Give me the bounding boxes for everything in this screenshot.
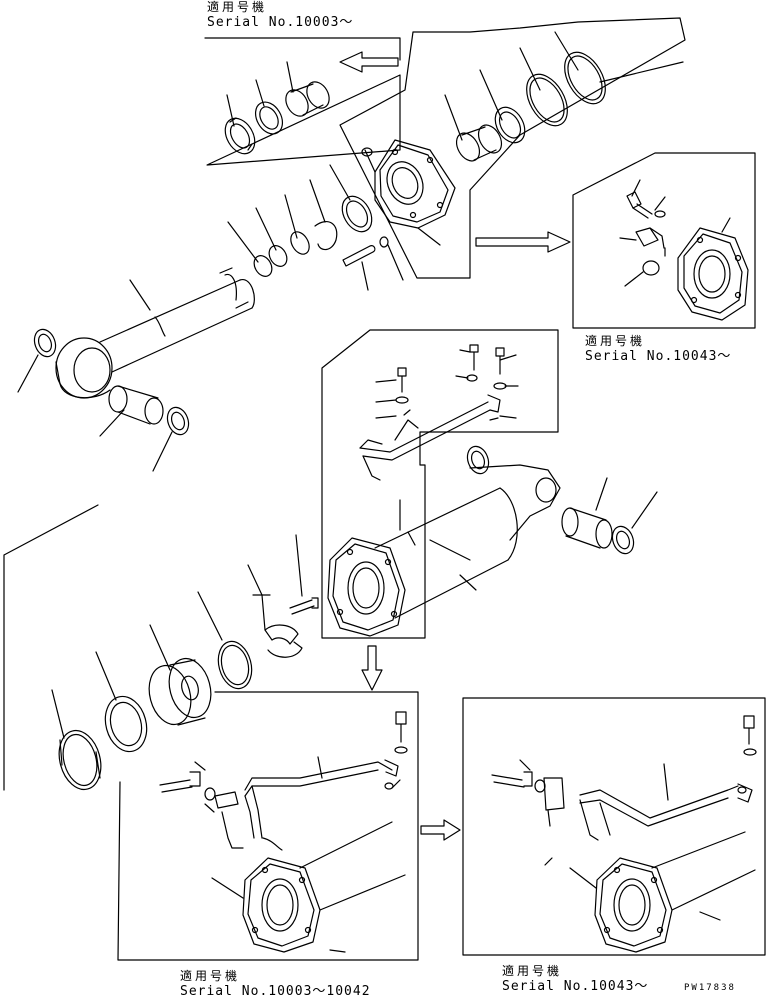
piston-nut <box>248 565 302 657</box>
piston-rod <box>100 268 254 372</box>
wear-ring-piston <box>96 652 153 756</box>
o-ring-large-2 <box>556 45 613 110</box>
piston-seal-ring <box>52 690 107 794</box>
note-title: 適用号機 <box>207 0 268 14</box>
grease-nipple-tr <box>620 228 665 286</box>
o-ring-large-1 <box>518 67 575 132</box>
piston-group-outline <box>4 505 98 790</box>
note-serial: Serial No.10043〜 <box>502 979 649 994</box>
note-serial-10043-bottom: 適用号機 Serial No.10043〜 <box>502 964 648 994</box>
cylinder-head <box>365 140 455 245</box>
seal-rod-right <box>153 404 192 471</box>
note-serial-10003-top: 適用号機 Serial No.10003〜 <box>207 0 353 30</box>
note-serial-10003-10042: 適用号機 Serial No.10003〜10042 <box>180 969 371 999</box>
seal-tube <box>609 492 657 557</box>
flange-bottom-left <box>212 822 405 952</box>
head-flange-detail <box>678 218 748 320</box>
detail-box-top-right <box>573 153 755 328</box>
bushing-tube <box>562 478 612 548</box>
pipe-bottom-right <box>580 764 752 840</box>
detail-box-center <box>322 330 558 638</box>
bushing-1 <box>281 78 333 120</box>
note-serial: Serial No.10003〜 <box>207 15 354 30</box>
note-title: 適用号機 <box>585 334 646 348</box>
clamp-bottom-left <box>160 762 243 848</box>
dust-seal-1 <box>250 97 288 138</box>
bushing-2 <box>452 121 506 165</box>
bolt-bottom-right <box>738 716 756 793</box>
arrow-left-icon <box>340 52 398 72</box>
clamp-bottom-right <box>492 760 564 865</box>
bolt-bottom-left <box>385 712 407 789</box>
arrow-right-icon <box>476 232 570 252</box>
detail-box-bottom-right <box>463 698 765 955</box>
arrow-right-icon-lower <box>421 820 460 840</box>
note-serial-10043-top: 適用号機 Serial No.10043〜 <box>585 334 731 364</box>
tube-flange <box>328 538 405 636</box>
arrow-down-icon <box>362 646 382 690</box>
cylinder-tube <box>375 465 560 618</box>
note-serial: Serial No.10003〜10042 <box>180 984 371 999</box>
rod-seal-set <box>228 165 378 280</box>
drawing-code: PW17838 <box>684 983 736 993</box>
leader-lines-tl <box>227 62 293 126</box>
flange-bottom-right <box>570 832 755 952</box>
detail-box-bottom-left <box>118 692 418 960</box>
detail-box-top-left <box>205 38 400 165</box>
piston-bolt <box>290 535 318 614</box>
seal-rod-left <box>18 326 59 392</box>
rod-eye <box>56 338 112 398</box>
dust-seal-2 <box>489 102 531 148</box>
note-serial: Serial No.10043〜 <box>585 349 732 364</box>
bushing-rod <box>100 386 163 436</box>
piston-ring <box>198 592 257 692</box>
note-title: 適用号機 <box>180 969 241 983</box>
head-bolt <box>343 237 403 290</box>
note-title: 適用号機 <box>502 964 563 978</box>
pipe-center <box>360 395 500 480</box>
wear-ring-1 <box>219 113 261 159</box>
seal-cylinder-top <box>464 443 492 476</box>
piston <box>143 625 217 729</box>
detail-box-top-center <box>340 18 685 278</box>
bolt-small-tr <box>627 180 665 218</box>
leader-lines-tc <box>445 32 683 140</box>
bolts-center <box>376 345 518 545</box>
lube-fitting <box>362 148 372 156</box>
pipe-bottom-left <box>245 757 398 850</box>
